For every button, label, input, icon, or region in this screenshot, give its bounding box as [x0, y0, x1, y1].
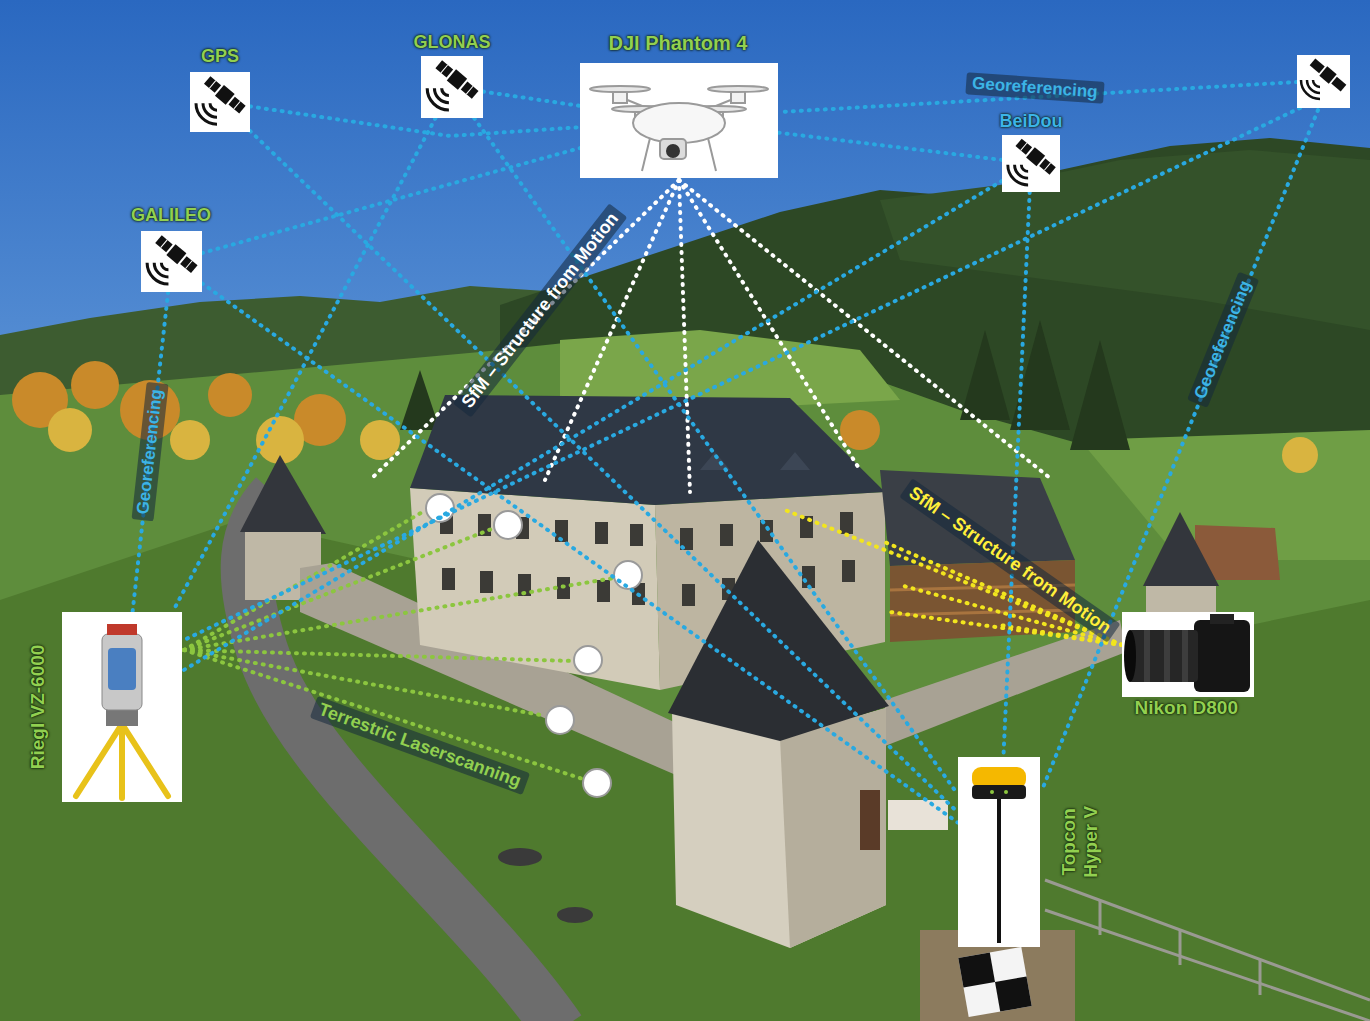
method-label: Georeferencing: [965, 72, 1104, 103]
georeferencing-link: [202, 148, 580, 253]
camera-icon: [1122, 612, 1254, 697]
sat-node: BeiDou: [1002, 135, 1060, 192]
sat-icon: [190, 72, 250, 132]
georeferencing-link: [182, 181, 1002, 671]
method-label: SfM – Structure from Motion: [899, 478, 1120, 642]
camera-node: Nikon D800: [1122, 612, 1254, 697]
device-label: BeiDou: [1000, 111, 1063, 132]
method-label: SfM – Structure from Motion: [453, 203, 627, 417]
georeferencing-link: [250, 106, 580, 136]
georeferencing-link: [474, 118, 958, 795]
device-label: GPS: [201, 46, 239, 67]
georeferencing-link: [173, 118, 436, 612]
edge-label: Georeferencing: [132, 382, 169, 521]
sat-icon: [421, 56, 483, 118]
drone-node: DJI Phantom 4: [580, 63, 778, 178]
scanner-node: Riegl VZ-6000: [62, 612, 182, 802]
georeferencing-link: [250, 131, 958, 813]
method-label: Terrestric Laserscanning: [310, 696, 530, 795]
scanner-icon: [62, 612, 182, 802]
device-label: GLONAS: [414, 32, 491, 53]
georeferencing-link: [1003, 192, 1029, 757]
method-label: Georeferencing: [1187, 272, 1259, 408]
device-label: DJI Phantom 4: [609, 32, 748, 55]
gnss-icon: [958, 757, 1040, 947]
georeferencing-link: [778, 133, 1002, 160]
device-label: Nikon D800: [1135, 697, 1238, 719]
device-label: GALILEO: [131, 205, 211, 226]
sat-node: GALILEO: [141, 231, 202, 292]
device-label: Riegl VZ-6000: [27, 645, 49, 770]
sat-node: GLONAS: [421, 56, 483, 118]
gnss-node: Topcon Hyper V: [958, 757, 1040, 947]
georeferencing-link: [202, 283, 958, 822]
sat-icon: [1002, 135, 1060, 192]
georeferencing-link: [483, 92, 580, 106]
sat-icon: [141, 231, 202, 292]
sat-node: GPS: [190, 72, 250, 132]
device-label: Topcon Hyper V: [1058, 803, 1102, 881]
drone-icon: [580, 63, 778, 178]
georeferencing-link: [133, 292, 169, 612]
